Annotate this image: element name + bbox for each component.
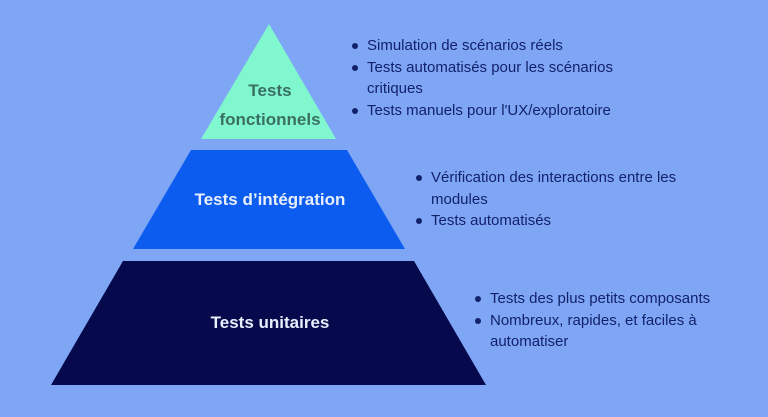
tier-top-bullets: Simulation de scénarios réels Tests auto… — [351, 35, 651, 121]
tier-top-label-line2: fonctionnels — [219, 110, 321, 129]
tier-top-shape — [201, 24, 336, 139]
bullet-item: Nombreux, rapides, et faciles à automati… — [474, 310, 740, 353]
bullet-item: Simulation de scénarios réels — [351, 35, 651, 57]
tier-bottom-label: Tests unitaires — [210, 313, 330, 332]
bullet-item: Vérification des interactions entre les … — [415, 167, 699, 210]
bullet-item: Tests automatisés — [415, 210, 705, 232]
tier-bottom-bullets: Tests des plus petits composants Nombreu… — [474, 288, 764, 353]
tier-middle-bullets: Vérification des interactions entre les … — [415, 167, 705, 232]
bullet-item: Tests des plus petits composants — [474, 288, 764, 310]
tier-middle-shape — [133, 150, 405, 249]
bullet-item: Tests automatisés pour les scénarios cri… — [351, 57, 647, 100]
tier-middle-label: Tests d’intégration — [194, 190, 346, 209]
tier-top-label-line1: Tests — [248, 81, 292, 100]
tier-bottom-shape — [51, 261, 486, 385]
tier-top-label: Tests fonctionnels — [200, 76, 340, 134]
bullet-item: Tests manuels pour l'UX/exploratoire — [351, 100, 651, 122]
